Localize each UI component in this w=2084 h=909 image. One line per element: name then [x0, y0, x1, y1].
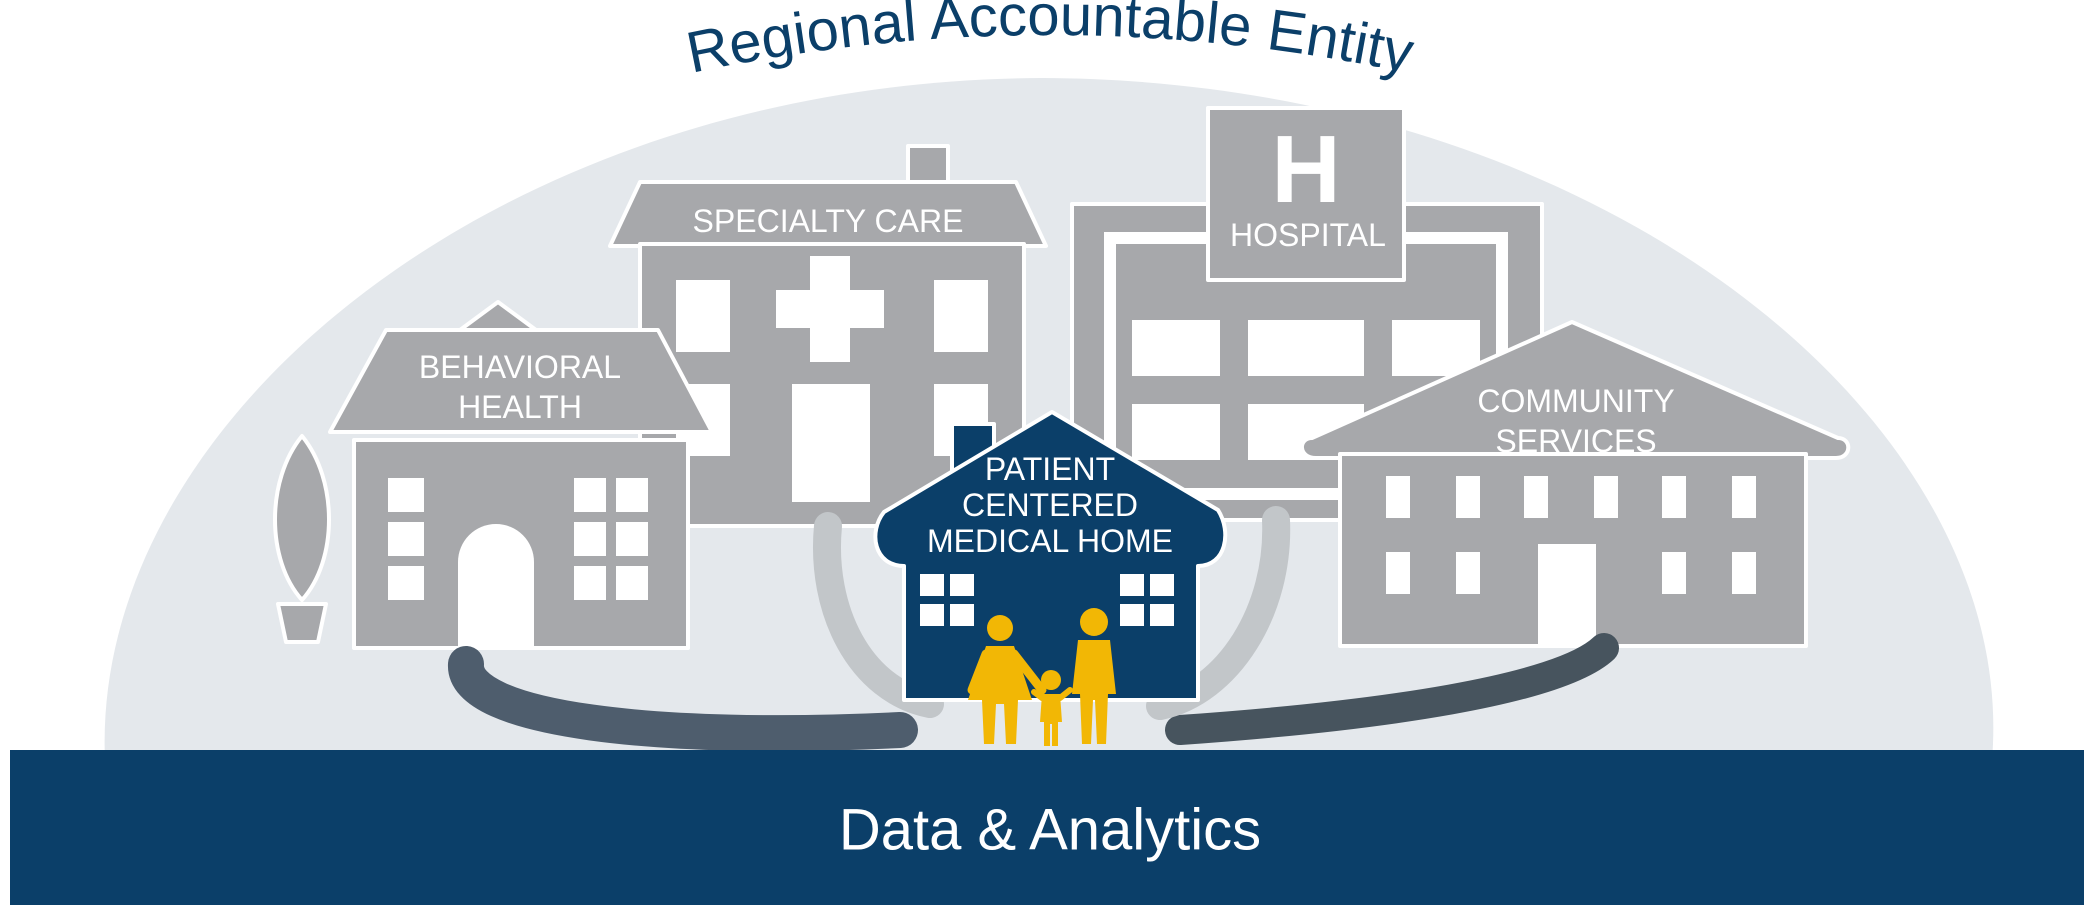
behavioral-health-building: BEHAVIORAL HEALTH: [328, 300, 714, 650]
medical-cross-icon: [776, 256, 884, 362]
community-window: [1662, 476, 1686, 518]
behavioral-health-label-line2: HEALTH: [458, 389, 582, 425]
behavioral-health-label-line1: BEHAVIORAL: [419, 349, 621, 385]
community-window: [1386, 552, 1410, 594]
community-window: [1456, 476, 1480, 518]
connector-arc-right: [1165, 633, 1619, 745]
community-services-label-line1: COMMUNITY: [1477, 383, 1674, 419]
plant-icon: [273, 434, 331, 644]
behavioral-window: [574, 522, 606, 556]
behavioral-window: [574, 478, 606, 512]
medical-home-window: [1150, 604, 1174, 626]
behavioral-window: [616, 566, 648, 600]
medical-home-label-line3: MEDICAL HOME: [927, 523, 1173, 559]
community-window: [1456, 552, 1480, 594]
behavioral-window: [388, 522, 424, 556]
specialty-window: [676, 280, 730, 352]
behavioral-window: [388, 478, 424, 512]
community-window: [1732, 476, 1756, 518]
medical-home-window: [920, 604, 944, 626]
medical-home-window: [920, 574, 944, 596]
hospital-sign: [1206, 106, 1406, 282]
data-analytics-label: Data & Analytics: [839, 797, 1261, 862]
specialty-door: [792, 384, 870, 502]
hospital-sign-letter: H: [1271, 116, 1340, 223]
behavioral-window: [616, 522, 648, 556]
hospital-label: HOSPITAL: [1230, 217, 1386, 253]
hospital-window: [1392, 320, 1480, 376]
behavioral-window: [616, 478, 648, 512]
specialty-care-label: SPECIALTY CARE: [693, 203, 964, 239]
community-door: [1538, 544, 1596, 646]
medical-home-building: PATIENT CENTERED MEDICAL HOME: [873, 410, 1228, 702]
community-window: [1732, 552, 1756, 594]
medical-home-label-line1: PATIENT: [985, 451, 1115, 487]
family-icon: [967, 608, 1116, 746]
page-title: Regional Accountable Entity: [681, 0, 1419, 86]
behavioral-window: [388, 566, 424, 600]
community-window: [1524, 476, 1548, 518]
hospital-window: [1132, 320, 1220, 376]
medical-home-window: [950, 604, 974, 626]
hospital-window: [1248, 320, 1364, 376]
community-window: [1386, 476, 1410, 518]
hospital-window: [1132, 404, 1220, 460]
community-window: [1594, 476, 1618, 518]
community-services-building: COMMUNITY SERVICES: [1300, 320, 1851, 648]
behavioral-window: [574, 566, 606, 600]
community-window: [1662, 552, 1686, 594]
medical-home-label-line2: CENTERED: [962, 487, 1138, 523]
medical-home-window: [1120, 574, 1144, 596]
medical-home-window: [950, 574, 974, 596]
medical-home-window: [1150, 574, 1174, 596]
community-services-label-line2: SERVICES: [1495, 423, 1656, 459]
data-analytics-banner: [10, 750, 2084, 905]
behavioral-door: [458, 524, 534, 648]
specialty-care-building: SPECIALTY CARE: [608, 144, 1048, 528]
specialty-window: [934, 280, 988, 352]
connector-arc-left: [448, 646, 918, 752]
medical-home-window: [1120, 604, 1144, 626]
